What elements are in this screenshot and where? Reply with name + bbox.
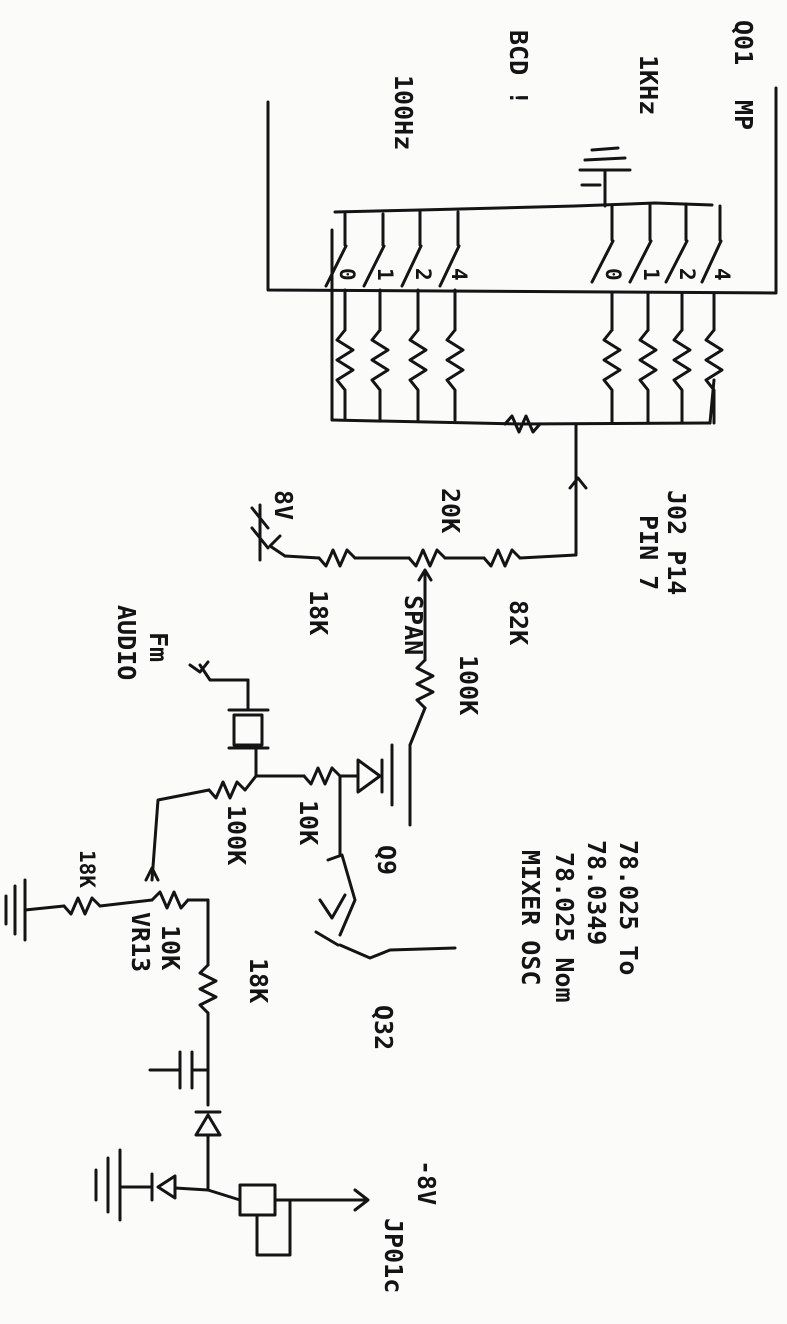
label-1khz: 1KHz [634, 55, 663, 115]
plus-8v-arrow [268, 534, 287, 558]
labels: Q01 MP 1KHz 100Hz BCD ! 0 1 2 4 0 1 2 4 … [75, 20, 758, 1293]
label-switch-0-a: 0 [335, 268, 359, 281]
label-18k-low: 18K [244, 958, 273, 1003]
label-10k: 10K [294, 800, 323, 845]
span-network [250, 422, 588, 747]
resistor-10k [302, 766, 342, 786]
label-82k: 82K [504, 600, 533, 645]
label-18k-left: 18K [75, 850, 99, 888]
label-bcd: BCD ! [504, 30, 533, 105]
bypass-capacitor [148, 1050, 210, 1090]
label-switch-4-b: 4 [710, 268, 734, 281]
label-100hz: 100Hz [389, 75, 418, 150]
lower-ground-symbol [94, 1148, 122, 1222]
pot-20k [407, 548, 447, 568]
label-freq-line3: 78.025 Nom [550, 852, 579, 1003]
crystal-element [188, 660, 270, 778]
label-q32: Q32 [369, 1005, 398, 1050]
label-8v: 8V [269, 490, 298, 520]
j02-arrow [568, 476, 588, 490]
label-switch-1-b: 1 [639, 268, 663, 281]
resistor-ladder [335, 328, 724, 434]
switch-block [266, 86, 778, 434]
label-minus-8v: -8V [412, 1160, 441, 1205]
varactor-diode [356, 758, 382, 794]
label-20k: 20K [436, 488, 465, 533]
resistor-100k-mid [207, 780, 247, 800]
mp-ground-symbol [578, 146, 632, 208]
label-switch-4-a: 4 [447, 268, 471, 281]
label-switch-0-b: 0 [601, 268, 625, 281]
switch-housing-outline [266, 86, 778, 295]
series-diode [194, 1113, 222, 1137]
bias-section [4, 866, 370, 1257]
label-mp: MP [729, 100, 758, 130]
switch-group-100hz [324, 210, 461, 332]
j02-feed-wire [518, 422, 578, 560]
resistor-82k [482, 548, 522, 568]
label-jp01c: JP01c [379, 1218, 408, 1293]
label-switch-2-b: 2 [675, 268, 699, 281]
left-ground-symbol [4, 878, 27, 942]
bottom-common-wire [330, 418, 712, 426]
label-switch-2-a: 2 [411, 268, 435, 281]
label-mixer-osc: MIXER OSC [516, 850, 545, 985]
label-switch-1-a: 1 [373, 268, 397, 281]
switch-group-1khz [590, 202, 723, 332]
label-vr-10k: 10K [156, 925, 185, 970]
label-freq-line2: 78.0349 [582, 840, 611, 945]
modulation-section [150, 660, 457, 960]
q9-oscillator [314, 774, 457, 960]
zener-diode [118, 1172, 210, 1202]
resistor-18k-left [62, 896, 102, 916]
top-common-wire [333, 201, 714, 214]
label-pin7: PIN 7 [634, 515, 663, 590]
label-18k-top: 18K [304, 590, 333, 635]
resistor-100k-top [415, 658, 435, 710]
label-q01: Q01 [729, 20, 758, 65]
resistor-18k-top [317, 548, 357, 568]
label-q9: Q9 [372, 845, 401, 875]
label-fm: Fm [144, 632, 173, 662]
label-vr13: VR13 [126, 912, 155, 972]
vr13-wiper-wire [150, 788, 211, 882]
label-100k-top: 100K [454, 655, 483, 715]
regulator-block [206, 1183, 370, 1257]
pot-vr13 [150, 890, 190, 910]
label-freq-line1: 78.025 To [614, 840, 643, 975]
resistor-18k-low [198, 963, 218, 1015]
label-100k-mid: 100K [222, 805, 251, 865]
label-span: SPAN [399, 595, 428, 655]
label-j02: J02 P14 [662, 490, 691, 595]
label-audio: AUDIO [112, 605, 141, 680]
